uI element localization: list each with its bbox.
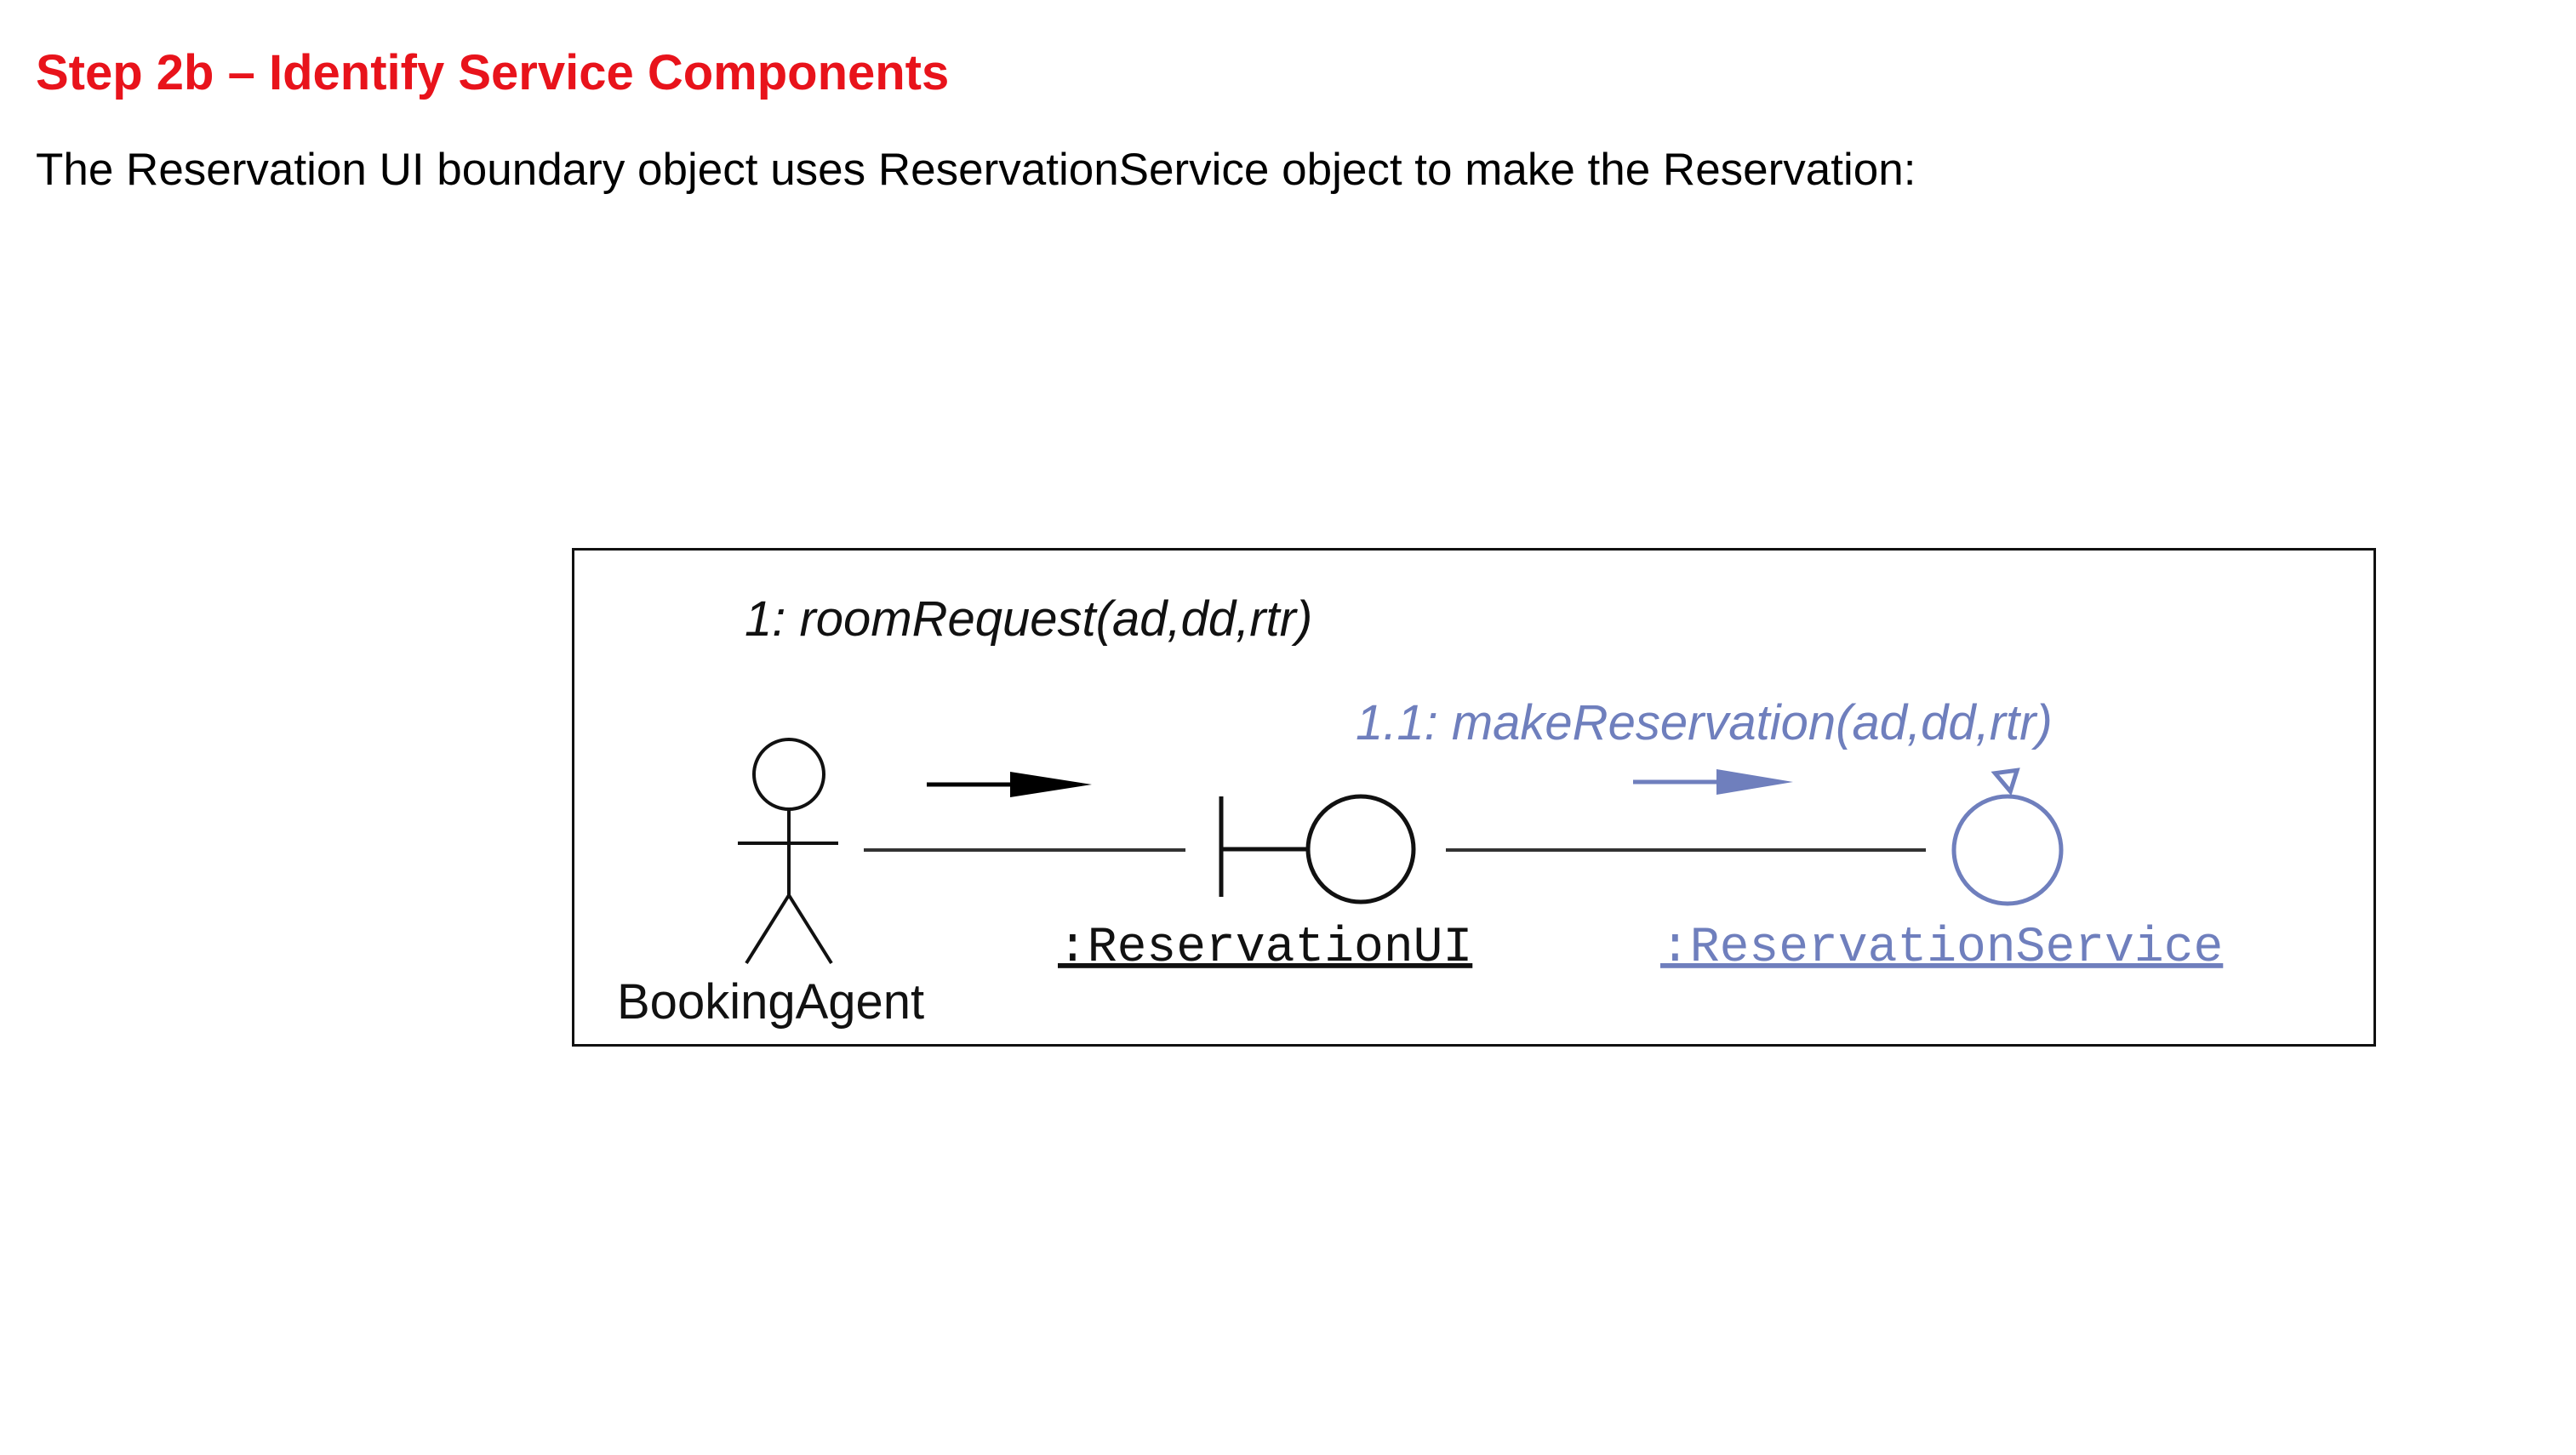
actor-icon	[738, 738, 838, 965]
control-label: :ReservationService	[1660, 921, 2223, 976]
intro-text: The Reservation UI boundary object uses …	[36, 145, 1916, 195]
arrow-right-icon	[1633, 769, 1793, 795]
control-icon	[1951, 767, 2064, 906]
message-room-request: 1: roomRequest(ad,dd,rtr)	[745, 591, 1312, 647]
boundary-label: :ReservationUI	[1058, 921, 1472, 976]
communication-diagram: 1: roomRequest(ad,dd,rtr) 1.1: makeReser…	[572, 548, 2376, 1047]
message-make-reservation: 1.1: makeReservation(ad,dd,rtr)	[1356, 695, 2053, 750]
page-title: Step 2b – Identify Service Components	[36, 45, 950, 100]
diagram-canvas: 1: roomRequest(ad,dd,rtr) 1.1: makeReser…	[617, 591, 2223, 1030]
boundary-icon	[1219, 794, 1416, 904]
arrow-right-icon	[927, 772, 1092, 797]
actor-label: BookingAgent	[617, 974, 924, 1030]
